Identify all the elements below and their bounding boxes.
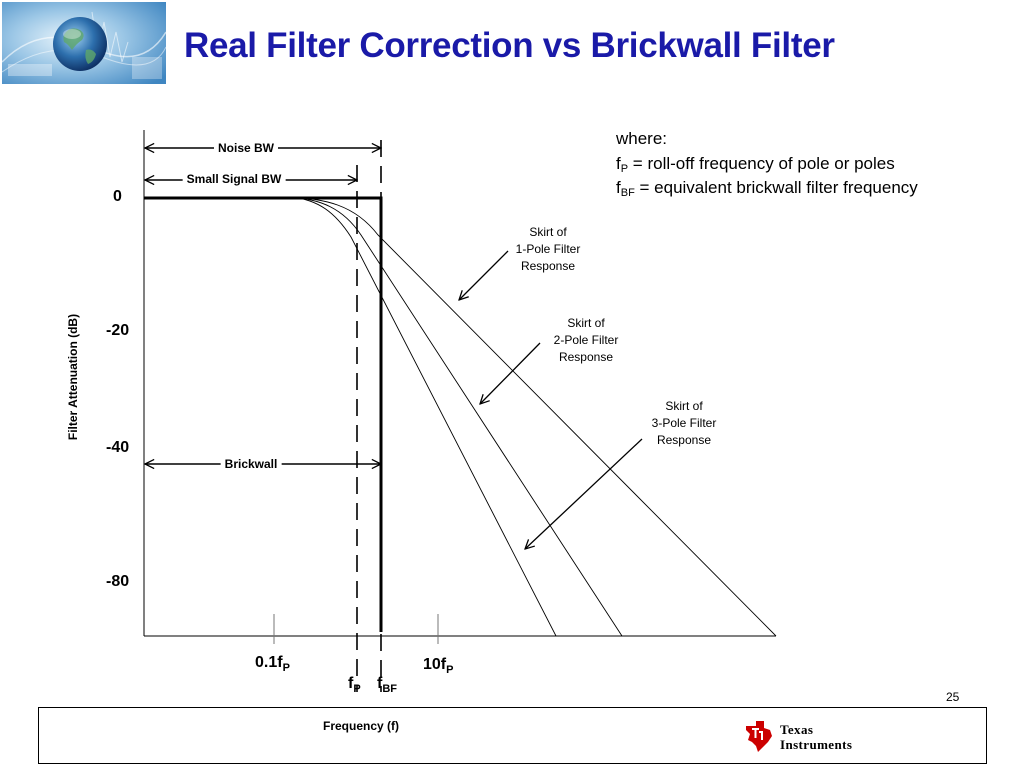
- legend-fbf-text: = equivalent brickwall filter frequency: [634, 178, 918, 197]
- x-label-10fp: 10fP: [423, 656, 454, 676]
- x-label-fbf: fBF: [377, 675, 397, 695]
- header-globe-logo: [2, 2, 166, 84]
- x-label-fbf-sub: BF: [382, 683, 397, 695]
- y-axis-label: Filter Attenuation (dB): [66, 313, 80, 441]
- ti-brand-line1: Texas: [780, 722, 814, 737]
- y-tick-minus40: -40: [106, 439, 130, 456]
- x-label-0p1fp: 0.1fP: [255, 654, 290, 674]
- footer-box: [38, 707, 987, 764]
- x-label-fp: fP: [348, 675, 361, 695]
- legend-fbf-symbol: f: [616, 178, 621, 197]
- legend-fp-text: = roll-off frequency of pole or poles: [628, 153, 895, 173]
- slide-title: Real Filter Correction vs Brickwall Filt…: [184, 26, 835, 65]
- legend-fp: fP = roll-off frequency of pole or poles: [616, 152, 918, 177]
- one-pole-annotation: Skirt of 1-Pole Filter Response: [516, 224, 581, 275]
- two-pole-line1: Skirt of: [567, 316, 605, 330]
- noise-bw-label: Noise BW: [213, 141, 279, 155]
- one-pole-line1: Skirt of: [529, 225, 567, 239]
- three-pole-line1: Skirt of: [665, 399, 703, 413]
- y-tick-minus80: -80: [106, 573, 130, 590]
- y-tick-0: 0: [113, 188, 122, 205]
- legend-fbf-sub: BF: [620, 187, 635, 199]
- page-number: 25: [946, 690, 960, 704]
- x-label-10fp-sub: P: [446, 664, 454, 676]
- x-label-10fp-main: 10f: [423, 656, 447, 673]
- legend-fp-symbol: f: [616, 153, 621, 173]
- legend-fp-sub: P: [620, 162, 629, 175]
- filter-diagram: [143, 130, 777, 692]
- x-label-fp-sub: P: [353, 683, 361, 695]
- x-label-0p1fp-sub: P: [282, 662, 290, 674]
- x-label-0p1fp-main: 0.1f: [255, 654, 283, 671]
- legend-where: where:: [616, 129, 668, 148]
- legend: where: fP = roll-off frequency of pole o…: [616, 127, 918, 201]
- three-pole-annotation: Skirt of 3-Pole Filter Response: [652, 398, 717, 449]
- brickwall-response: [144, 196, 383, 632]
- ti-map-icon: [746, 721, 772, 752]
- brickwall-label: Brickwall: [220, 457, 282, 471]
- one-pole-pointer: [459, 250, 509, 300]
- x-label-fp-main: f: [348, 675, 354, 692]
- two-pole-annotation: Skirt of 2-Pole Filter Response: [554, 315, 619, 366]
- x-label-fbf-main: f: [377, 675, 383, 692]
- two-pole-line3: Response: [558, 350, 614, 364]
- one-pole-line3: Response: [520, 259, 576, 273]
- x-axis-label: Frequency (f): [322, 719, 400, 733]
- small-signal-bw-label: Small Signal BW: [182, 172, 286, 186]
- three-pole-line2: 3-Pole Filter: [651, 416, 717, 430]
- ti-brand-line2: Instruments: [780, 737, 853, 752]
- one-pole-line2: 1-Pole Filter: [515, 242, 581, 256]
- three-pole-pointer: [525, 438, 643, 549]
- legend-fbf: fBF = equivalent brickwall filter freque…: [616, 176, 918, 201]
- two-pole-line2: 2-Pole Filter: [553, 333, 619, 347]
- y-tick-minus20: -20: [106, 322, 130, 339]
- two-pole-pointer: [480, 342, 541, 404]
- three-pole-line3: Response: [656, 433, 712, 447]
